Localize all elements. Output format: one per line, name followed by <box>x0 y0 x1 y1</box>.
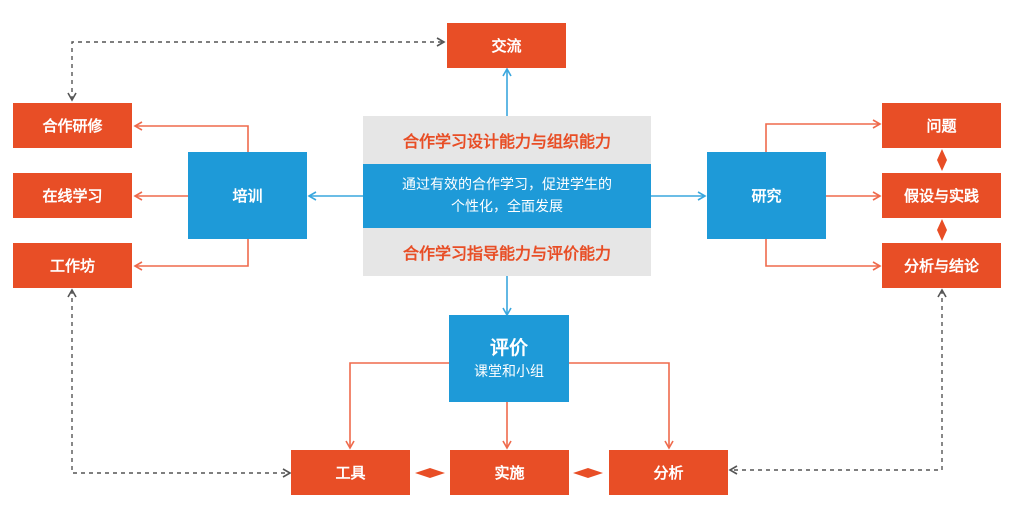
node-communication-label: 交流 <box>491 37 522 55</box>
node-training: 培训 <box>188 152 307 239</box>
node-evaluation-item: 分析 <box>609 450 728 495</box>
center-panel: 合作学习设计能力与组织能力 通过有效的合作学习，促进学生的 个性化，全面发展 合… <box>363 116 651 276</box>
node-research-item: 问题 <box>882 103 1001 148</box>
center-goal: 通过有效的合作学习，促进学生的 个性化，全面发展 <box>363 164 651 228</box>
node-research: 研究 <box>707 152 826 239</box>
node-training-item-label: 合作研修 <box>42 117 103 135</box>
diamond-connector <box>937 149 947 171</box>
dashed-bottom-right <box>728 288 947 475</box>
node-training-item: 在线学习 <box>13 173 132 218</box>
node-research-item-label: 假设与实践 <box>903 187 979 205</box>
node-communication: 交流 <box>447 23 566 68</box>
node-training-item: 工作坊 <box>13 243 132 288</box>
dashed-bottom-left <box>67 288 292 478</box>
node-research-item-label: 问题 <box>926 117 957 135</box>
arrow-training-to-item-1 <box>133 121 249 152</box>
node-evaluation-item-label: 分析 <box>653 464 684 482</box>
node-evaluation-label: 评价 <box>489 336 528 359</box>
node-evaluation-sublabel: 课堂和小组 <box>474 363 544 380</box>
diamond-connector <box>415 468 445 478</box>
center-goal-line-2: 个性化，全面发展 <box>451 199 563 215</box>
arrow-research-to-item-1 <box>765 119 882 152</box>
diamond-connector <box>937 219 947 241</box>
node-evaluation-item: 工具 <box>291 450 410 495</box>
center-goal-line-1: 通过有效的合作学习，促进学生的 <box>402 177 612 193</box>
node-training-item-label: 在线学习 <box>42 187 103 205</box>
node-evaluation-item-label: 实施 <box>494 464 525 482</box>
center-title-bottom: 合作学习指导能力与评价能力 <box>402 244 611 263</box>
node-training-label: 培训 <box>232 187 263 205</box>
dashed-top-left <box>67 37 446 102</box>
arrow-evaluation-to-item-3 <box>569 362 674 450</box>
node-research-item: 分析与结论 <box>882 243 1001 288</box>
arrow-evaluation-to-item-1 <box>345 362 449 450</box>
node-research-item-label: 分析与结论 <box>903 257 979 275</box>
arrow-research-to-item-3 <box>765 239 882 271</box>
node-training-item: 合作研修 <box>13 103 132 148</box>
node-evaluation-item-label: 工具 <box>335 464 366 482</box>
node-evaluation-item: 实施 <box>450 450 569 495</box>
arrow-training-to-item-3 <box>133 239 249 271</box>
node-evaluation: 评价 课堂和小组 <box>449 315 569 402</box>
node-research-label: 研究 <box>751 187 782 205</box>
diamond-connector <box>573 468 603 478</box>
node-training-item-label: 工作坊 <box>49 257 95 275</box>
node-research-item: 假设与实践 <box>882 173 1001 218</box>
center-title-top: 合作学习设计能力与组织能力 <box>402 132 611 151</box>
